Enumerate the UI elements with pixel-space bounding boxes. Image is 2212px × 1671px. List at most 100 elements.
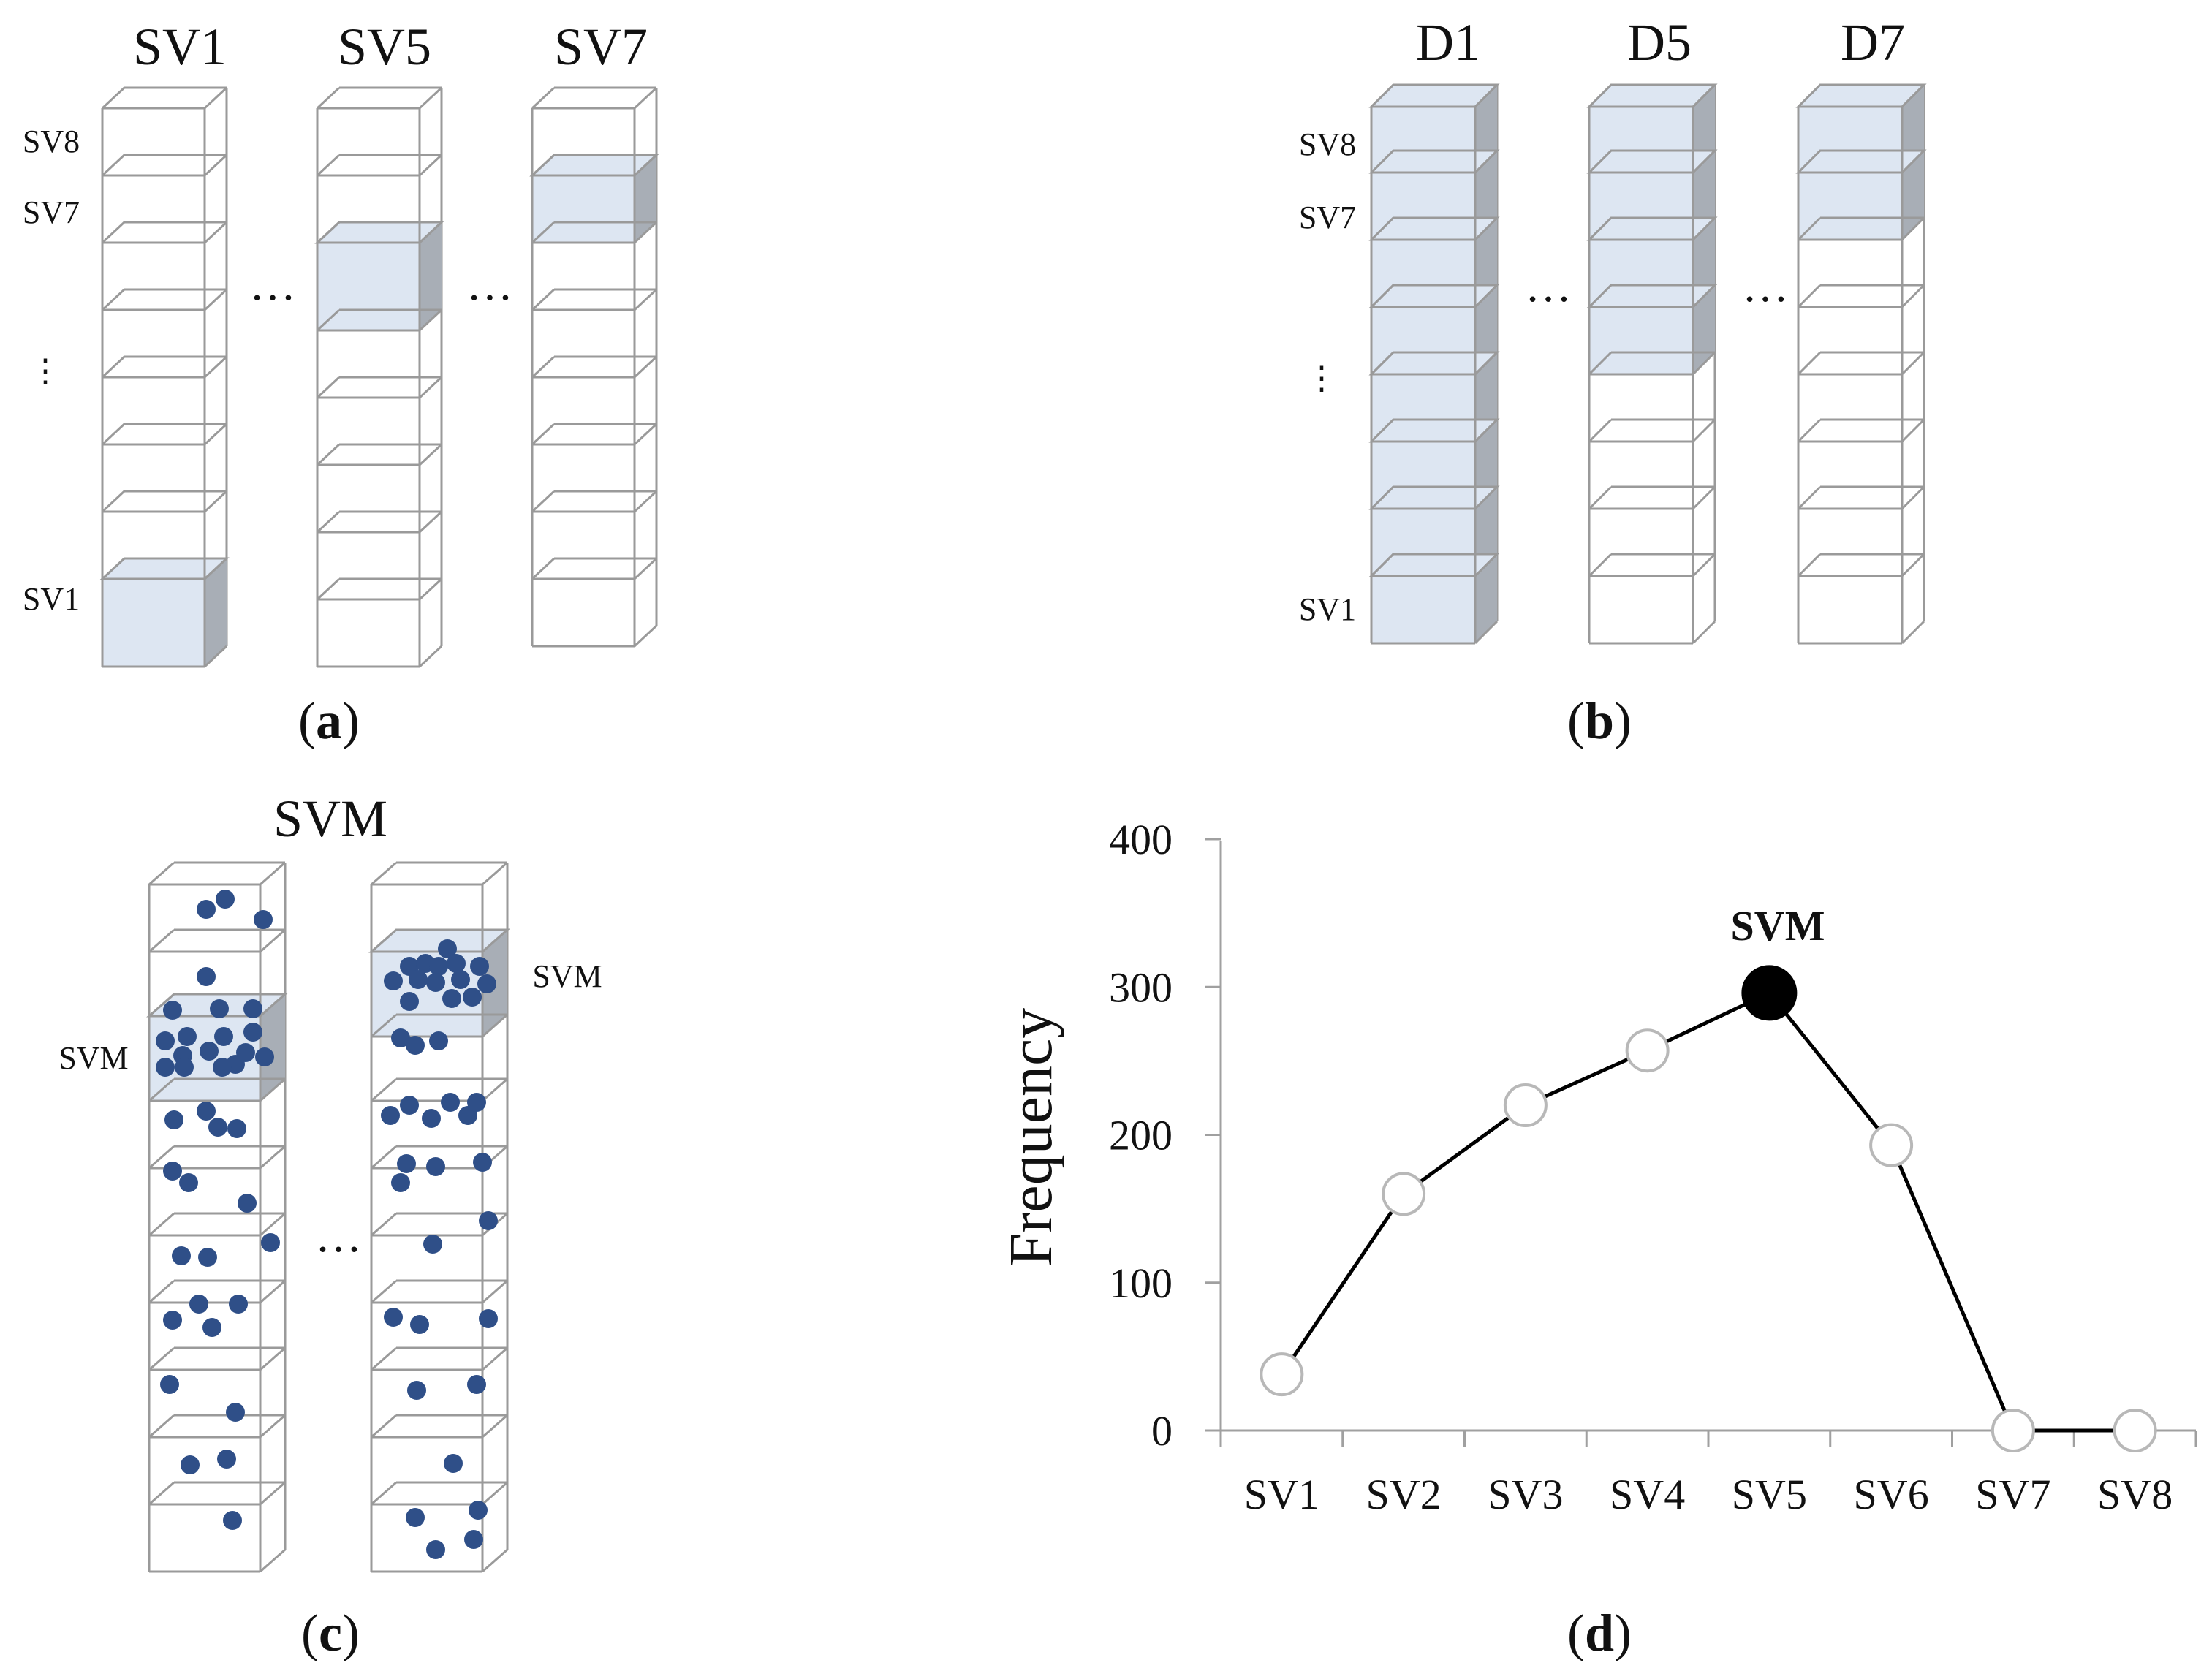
cell-top-edge <box>1474 553 1499 577</box>
cell-top-edge <box>1901 485 1925 510</box>
particle-dot <box>423 1235 442 1254</box>
particle-dot <box>467 1093 486 1112</box>
cell-top-edge <box>1370 351 1395 376</box>
panel-a-column-sv7 <box>529 86 659 648</box>
x-tick-label: SV6 <box>1854 1471 1929 1518</box>
particle-dot <box>156 1058 175 1077</box>
particle-dot <box>429 957 448 976</box>
cell-top-edge <box>418 221 443 244</box>
cell-top-edge <box>482 1481 508 1506</box>
cell-top-edge <box>316 221 341 244</box>
particle-dot <box>197 1102 216 1121</box>
panel-b-row-label: SV7 <box>1299 200 1356 235</box>
cell-top-edge <box>418 577 443 601</box>
cell-top-edge <box>633 355 658 379</box>
particle-dot <box>208 1118 227 1137</box>
cell-top-edge <box>418 510 443 534</box>
panel-b-row-label: SV1 <box>1299 591 1356 627</box>
particle-dot <box>477 974 496 993</box>
cell-top-edge <box>1692 418 1716 443</box>
panel-b-row-label: SV8 <box>1299 126 1356 162</box>
panel-b-column-d7 <box>1795 83 1927 645</box>
cell-top-edge <box>1692 553 1716 577</box>
particle-dot <box>467 1375 486 1394</box>
particle-dot <box>226 1403 245 1422</box>
cell-top-edge <box>260 1279 286 1304</box>
particle-dot <box>198 1248 217 1267</box>
y-axis-label: Frequency <box>997 1008 1065 1268</box>
cell-top-edge <box>260 1212 286 1237</box>
panel-c-right-label: SVM <box>532 958 602 994</box>
particle-dot <box>164 1110 183 1129</box>
particle-dot <box>479 1309 498 1328</box>
particle-dot <box>441 1093 460 1112</box>
panel-b-column-title: D1 <box>1416 13 1480 72</box>
cell-top-edge <box>316 443 341 466</box>
cell-top-edge <box>203 288 228 311</box>
cell-top-edge <box>260 928 286 953</box>
cell-top-edge <box>203 221 228 244</box>
cell-top-edge <box>316 577 341 601</box>
cell-top-edge <box>1474 216 1499 241</box>
cell-top-edge <box>1901 83 1925 108</box>
cell-top-edge <box>1370 553 1395 577</box>
panel-b: D1 D5 D7 SV8 SV7 ⋮ SV1 … … (b) <box>1299 13 1927 750</box>
y-tick-label: 100 <box>1109 1259 1173 1307</box>
cell-top-edge <box>482 928 508 953</box>
panel-d-caption: (d) <box>1567 1604 1632 1662</box>
column-edge <box>260 1548 286 1573</box>
particle-dot <box>407 1381 426 1400</box>
cell-top-edge <box>260 861 286 886</box>
particle-dot <box>391 1173 410 1192</box>
cell-top-edge <box>482 1279 508 1304</box>
particle-dot <box>163 1311 182 1330</box>
particle-dot <box>406 1036 425 1055</box>
panel-b-column-d1 <box>1368 83 1500 645</box>
particle-dot <box>469 1501 488 1520</box>
cell-top-edge <box>148 1212 175 1237</box>
cell-top-edge <box>101 288 126 311</box>
cell-top-edge <box>371 1414 397 1439</box>
particle-dot <box>223 1511 242 1530</box>
cell-top-edge <box>531 288 556 311</box>
particle-dot <box>406 1508 425 1527</box>
cell-top-edge <box>633 423 658 446</box>
cell-top-edge <box>1797 418 1822 443</box>
panel-a-caption: (a) <box>298 691 360 750</box>
cell-top-edge <box>1588 485 1613 510</box>
cell-side-highlight <box>420 222 442 330</box>
panel-a-row-label: SV8 <box>23 124 80 159</box>
cell-top-edge <box>203 423 228 446</box>
particle-dot <box>202 1318 221 1337</box>
cell-top-edge <box>482 1077 508 1102</box>
particle-dot <box>464 1530 483 1549</box>
particle-dot <box>156 1031 175 1050</box>
data-point <box>1503 1083 1548 1128</box>
cell-top-edge <box>1901 149 1925 174</box>
particle-dot <box>426 1157 445 1176</box>
particle-dot <box>384 1308 403 1327</box>
panel-c-left-label: SVM <box>58 1040 128 1076</box>
cell-top-edge <box>1588 418 1613 443</box>
cell-top-edge <box>101 490 126 513</box>
cell-top-edge <box>148 1346 175 1371</box>
cell-top-edge <box>1901 553 1925 577</box>
cell-side-highlight <box>260 994 285 1101</box>
panel-b-column-title: D5 <box>1627 13 1692 72</box>
cell-top-edge <box>203 355 228 379</box>
cell-top-edge <box>531 423 556 446</box>
cell-top-edge <box>371 1145 397 1170</box>
particle-dot <box>255 1047 274 1066</box>
cell-top-edge <box>531 154 556 177</box>
cell-top-edge <box>1588 83 1613 108</box>
cell-top-edge <box>101 423 126 446</box>
column-edge <box>1692 620 1716 645</box>
cell-side-highlight <box>635 155 656 243</box>
data-point <box>2113 1409 2157 1452</box>
cell-top-edge <box>1797 216 1822 241</box>
cell-top-edge <box>1474 418 1499 443</box>
cell-top-edge <box>1370 83 1395 108</box>
cell-face-highlight <box>1371 576 1475 643</box>
cell-top-edge <box>418 376 443 399</box>
